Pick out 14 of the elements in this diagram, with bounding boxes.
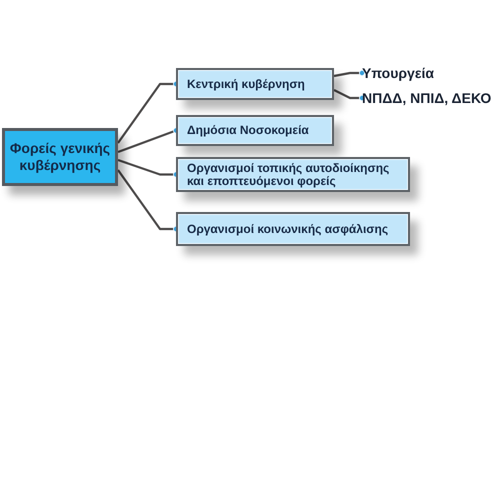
category-box	[2, 128, 118, 186]
process-box	[176, 212, 410, 246]
node-label: ΝΠΔΔ, ΝΠΙΔ, ΔΕΚΟ	[362, 89, 492, 107]
node-text: Οργανισμοί κοινωνικής ασφάλισης	[187, 222, 390, 236]
node-text: Δημόσια Νοσοκομεία	[187, 124, 310, 137]
node-text: Κεντρική κυβέρνηση	[187, 78, 306, 90]
connector-line	[334, 70, 365, 78]
node-label: Υπουργεία	[362, 64, 434, 82]
process-box	[176, 68, 334, 100]
node-text: Οργανισμοί τοπικής αυτοδιοίκησης και εποπτευόμενοι φορείς	[187, 162, 390, 188]
node-text: Φορείς γενικής κυβέρνησης	[8, 140, 112, 174]
connector-line	[334, 89, 365, 101]
process-box	[176, 115, 334, 146]
process-box	[176, 157, 410, 192]
